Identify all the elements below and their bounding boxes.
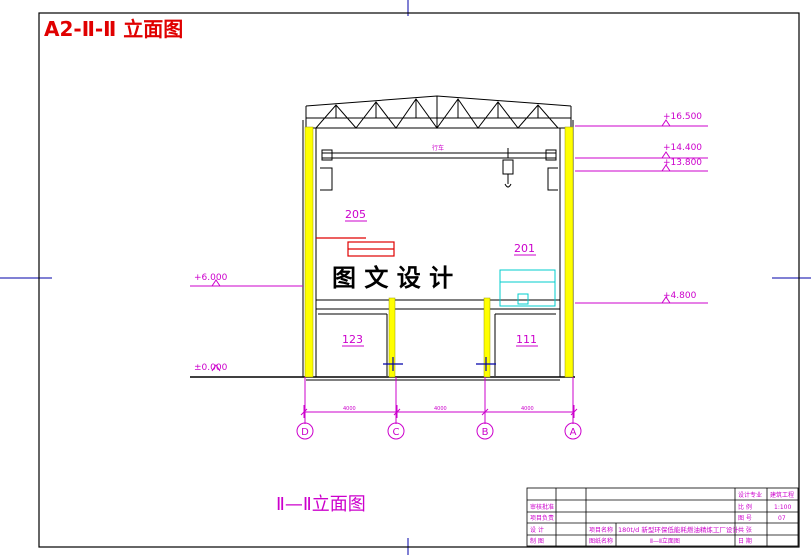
tb-spec-value: 建筑工程: [770, 491, 794, 499]
room-labels: 205 201 123 111: [342, 208, 538, 347]
tb-scale-label: 比 例: [738, 503, 752, 511]
tb-row3: 设 计: [530, 526, 544, 534]
title-block: [526, 487, 799, 547]
crane-hook: [502, 148, 514, 188]
elevation-4800: +4.800: [663, 291, 697, 301]
tb-row4: 制 图: [530, 537, 544, 545]
column-d: [304, 126, 314, 378]
base-fittings: [383, 357, 496, 371]
tb-no-label: 图 号: [738, 515, 752, 522]
elevation-leaders: [190, 119, 708, 372]
column-b: [483, 297, 491, 378]
pump-equipment: [499, 269, 556, 307]
watermark-text: 图 文 设 计: [332, 264, 453, 292]
roof-truss: [305, 95, 572, 129]
elevation-14400: +14.400: [663, 143, 702, 153]
room-205: 205: [345, 208, 366, 221]
tb-date-label: 日 期: [738, 537, 752, 545]
axis-c: C: [393, 427, 400, 438]
axis-a: A: [570, 427, 577, 438]
crane-label: 行车: [432, 144, 444, 152]
column-c: [388, 297, 396, 378]
sheet-title: A2-Ⅱ-Ⅱ 立面图: [44, 17, 183, 41]
title-block-text: 审核批准 项目负责 设 计 制 图 项目名称 180t/d 新型环保低能耗燃油精…: [530, 491, 794, 545]
elevation-6000: +6.000: [194, 273, 228, 283]
column-a: [564, 126, 574, 378]
drawing-caption: Ⅱ—Ⅱ立面图: [276, 494, 366, 515]
tb-project-label: 项目名称: [589, 526, 613, 534]
axis-markers: [296, 377, 582, 440]
dimension-span2: 4000: [434, 406, 447, 412]
drawing-frame: [38, 12, 800, 548]
crane-runway: [320, 149, 558, 191]
tb-row1: 审核批准: [530, 503, 554, 511]
axis-b: B: [482, 427, 489, 438]
elevation-0000: ±0.000: [194, 363, 228, 373]
axis-d: D: [301, 427, 309, 438]
room-123: 123: [342, 333, 363, 346]
room-111: 111: [516, 333, 537, 346]
tb-drawing-name: Ⅱ—Ⅱ立面图: [650, 537, 680, 545]
tb-no-value: 07: [778, 515, 786, 522]
room-201: 201: [514, 242, 535, 255]
dimension-span3: 4000: [521, 406, 534, 412]
tb-scale-value: 1:100: [774, 504, 791, 511]
columns: [304, 126, 574, 378]
dimension-span1: 4000: [343, 406, 356, 412]
tb-row2: 项目负责: [530, 514, 554, 522]
tb-sheets-label: 共 张: [738, 526, 752, 534]
tank-equipment: [316, 237, 395, 257]
elevation-13800: +13.800: [663, 158, 702, 168]
elevation-16500: +16.500: [663, 112, 702, 122]
tb-project-name: 180t/d 新型环保低能耗燃油精炼工厂设计: [618, 525, 739, 534]
tb-drawing-label: 图纸名称: [589, 537, 613, 545]
tb-spec-label: 设计专业: [738, 491, 762, 499]
